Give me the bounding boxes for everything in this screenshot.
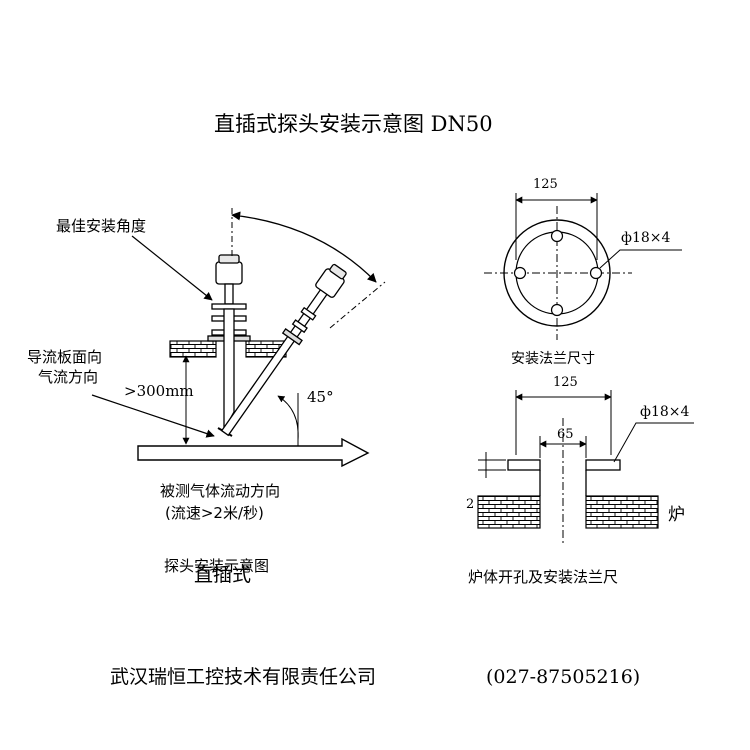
furnace-wall-right bbox=[585, 495, 659, 529]
best-angle-leader bbox=[131, 235, 213, 301]
flange-dim-125-label: 125 bbox=[533, 177, 558, 192]
section-holes-label: ф18×4 bbox=[640, 404, 690, 420]
flange-plate-right bbox=[585, 459, 621, 471]
diagram-title: 直插式探头安装示意图 DN50 bbox=[214, 112, 493, 136]
deflector-leader bbox=[91, 394, 215, 438]
bolt-hole bbox=[550, 229, 564, 243]
gas-flow-arrow bbox=[137, 437, 370, 468]
section-dim-125-label: 125 bbox=[553, 375, 578, 390]
flange-holes-label: ф18×4 bbox=[621, 230, 671, 246]
deflector-label-line2: 气流方向 bbox=[38, 368, 99, 386]
flange-section-caption: 炉体开孔及安装法兰尺 bbox=[468, 568, 619, 586]
company-name: 武汉瑞恒工控技术有限责任公司 bbox=[110, 666, 377, 688]
angled-probe bbox=[220, 263, 347, 437]
angle-arc bbox=[277, 395, 299, 441]
flow-direction-label: 被测气体流动方向 bbox=[160, 482, 281, 500]
flange-plan bbox=[484, 193, 682, 340]
angle-reference-line-2 bbox=[329, 281, 386, 329]
duct-wall-left bbox=[169, 340, 217, 358]
best-angle-label: 最佳安装角度 bbox=[56, 217, 147, 235]
flange-plan-caption: 安装法兰尺寸 bbox=[511, 351, 595, 367]
left-caption-under: 探头安装示意图 bbox=[164, 557, 270, 575]
bolt-hole bbox=[513, 266, 527, 280]
section-hole-leader bbox=[613, 422, 694, 463]
flange-plate-left bbox=[507, 459, 541, 471]
left-caption-over: 直插式 bbox=[194, 564, 252, 586]
flow-speed-label: (流速>2米/秒) bbox=[165, 504, 264, 522]
bolt-hole bbox=[550, 303, 564, 317]
bolt-hole bbox=[589, 266, 603, 280]
best-angle-arc bbox=[231, 211, 377, 283]
furnace-wall-left bbox=[477, 495, 541, 529]
distance-label: >300mm bbox=[124, 382, 194, 400]
angle-label: 45° bbox=[307, 388, 334, 406]
hole-leader bbox=[599, 249, 682, 269]
deflector-label-line1: 导流板面向 bbox=[27, 348, 103, 366]
section-dim-65-label: 65 bbox=[557, 427, 574, 442]
furnace-label: 炉 bbox=[668, 505, 685, 525]
flange-section bbox=[477, 390, 694, 546]
section-thickness-label: 2 bbox=[466, 497, 475, 512]
company-phone: (027-87505216) bbox=[486, 666, 641, 688]
